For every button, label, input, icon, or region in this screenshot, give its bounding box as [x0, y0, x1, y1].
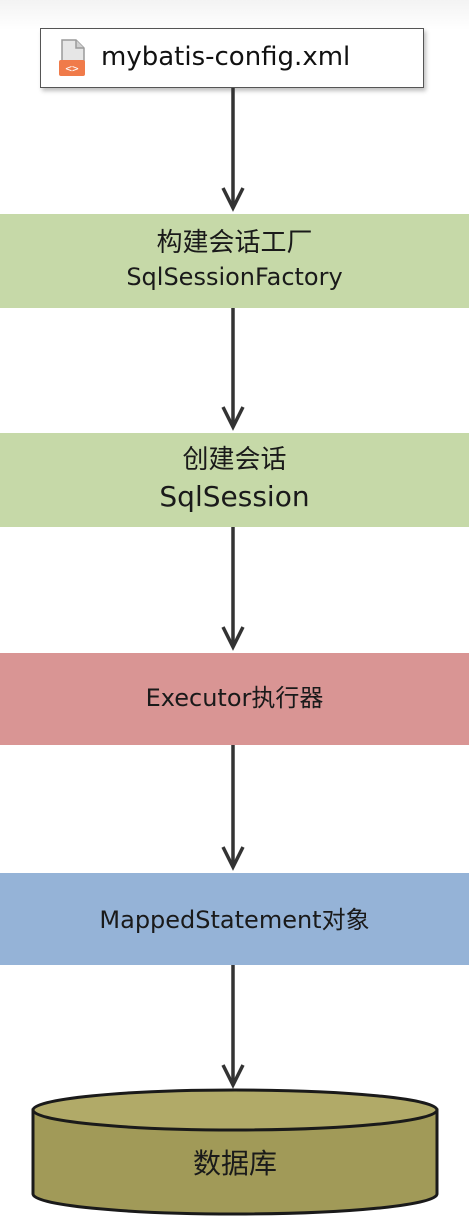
- xml-file-icon: <>: [59, 39, 85, 76]
- step-create-session-subtitle: SqlSession: [159, 480, 310, 513]
- arrow-down-5: [221, 965, 245, 1089]
- database-cylinder-icon: [31, 1088, 439, 1216]
- step-build-session-factory-title: 构建会话工厂: [156, 228, 313, 258]
- step-mapped-statement: MappedStatement对象: [0, 873, 469, 965]
- step-create-session-title: 创建会话: [182, 445, 287, 475]
- step-build-session-factory-subtitle: SqlSessionFactory: [126, 263, 343, 291]
- step-executor: Executor执行器: [0, 653, 469, 745]
- top-shade: [0, 0, 469, 30]
- arrow-down-4: [221, 745, 245, 871]
- step-build-session-factory: 构建会话工厂 SqlSessionFactory: [0, 214, 469, 308]
- step-create-session: 创建会话 SqlSession: [0, 433, 469, 527]
- config-file-label: mybatis-config.xml: [101, 42, 351, 72]
- step-executor-title: Executor执行器: [145, 684, 324, 712]
- config-file-box: <> mybatis-config.xml: [40, 28, 424, 88]
- step-mapped-statement-title: MappedStatement对象: [99, 906, 370, 934]
- arrow-down-3: [221, 527, 245, 651]
- database-label: 数据库: [192, 1147, 277, 1180]
- arrow-down-1: [221, 88, 245, 212]
- svg-text:<>: <>: [65, 62, 79, 75]
- arrow-down-2: [221, 308, 245, 431]
